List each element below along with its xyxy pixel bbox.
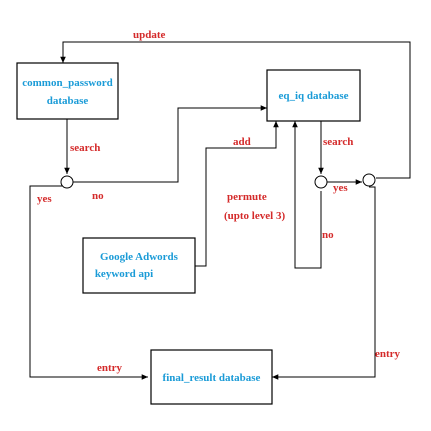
edge-update bbox=[60, 41, 411, 179]
label-no-left: no bbox=[92, 190, 104, 202]
edge-yes-left bbox=[29, 185, 148, 380]
label-yes-left: yes bbox=[37, 193, 52, 205]
label-search-left: search bbox=[70, 142, 100, 154]
label-entry-left: entry bbox=[97, 362, 123, 374]
label-permute-line2: (upto level 3) bbox=[224, 210, 285, 222]
label-search-right: search bbox=[323, 136, 353, 148]
box-eq-iq: eq_iq database bbox=[266, 69, 361, 122]
label-no-right: no bbox=[322, 229, 334, 241]
box-common-password-line1: common_password bbox=[22, 77, 112, 89]
box-eq-iq-line1: eq_iq database bbox=[279, 90, 349, 102]
box-final-result: final_result database bbox=[150, 349, 273, 405]
box-common-password-line2: database bbox=[47, 95, 89, 107]
edge-entry-right bbox=[272, 186, 376, 380]
box-google-adwords-line1: Google Adwords bbox=[100, 251, 179, 263]
label-update: update bbox=[133, 29, 166, 41]
box-google-adwords-line2: keyword api bbox=[95, 268, 153, 280]
label-permute-line1: permute bbox=[227, 191, 267, 203]
decision-node-right bbox=[362, 173, 376, 187]
box-google-adwords: Google Adwords keyword api bbox=[82, 237, 196, 294]
decision-node-middle bbox=[314, 175, 328, 189]
edge-no-left bbox=[72, 105, 267, 183]
edges bbox=[29, 41, 411, 380]
decision-node-left bbox=[60, 175, 74, 189]
decision-nodes bbox=[60, 173, 376, 189]
label-add: add bbox=[233, 136, 251, 148]
edge-labels: update search yes no add search yes perm… bbox=[37, 29, 401, 374]
edge-add bbox=[195, 121, 279, 267]
label-entry-right: entry bbox=[375, 348, 401, 360]
box-final-result-line1: final_result database bbox=[163, 372, 261, 384]
edge-no-right bbox=[292, 121, 322, 269]
label-yes-right: yes bbox=[333, 182, 348, 194]
box-common-password: common_password database bbox=[16, 62, 119, 120]
